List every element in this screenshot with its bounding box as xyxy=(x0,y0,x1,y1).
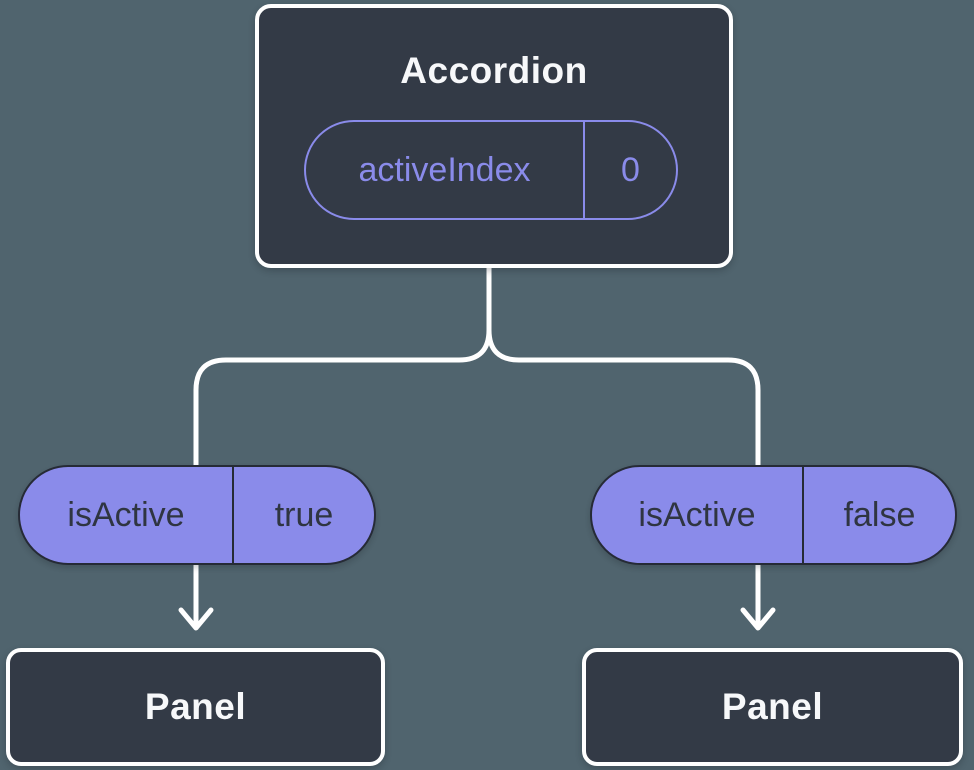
state-value-label: true xyxy=(274,495,334,534)
accordion-node: Accordion activeIndex 0 xyxy=(255,4,733,268)
isactive-pill-left: isActive true xyxy=(18,465,376,565)
panel-title: Panel xyxy=(144,686,247,727)
accordion-title: Accordion xyxy=(400,50,588,91)
left-arrowhead-icon xyxy=(178,607,214,631)
pill-divider xyxy=(232,467,234,563)
state-name-label: isActive xyxy=(67,495,185,534)
prop-value-label: 0 xyxy=(621,150,640,189)
panel-title: Panel xyxy=(721,686,824,727)
state-name-label: isActive xyxy=(638,495,756,534)
right-arrowhead-icon xyxy=(740,607,776,631)
right-branch-line xyxy=(486,327,761,625)
left-branch-line xyxy=(193,327,492,625)
panel-node-left: Panel xyxy=(6,648,385,766)
pill-divider xyxy=(802,467,804,563)
panel-node-right: Panel xyxy=(582,648,963,766)
activeindex-prop-pill: activeIndex 0 xyxy=(304,120,678,220)
isactive-pill-right: isActive false xyxy=(590,465,957,565)
prop-name-label: activeIndex xyxy=(358,150,531,189)
pill-divider xyxy=(583,122,585,218)
state-value-label: false xyxy=(843,495,916,534)
